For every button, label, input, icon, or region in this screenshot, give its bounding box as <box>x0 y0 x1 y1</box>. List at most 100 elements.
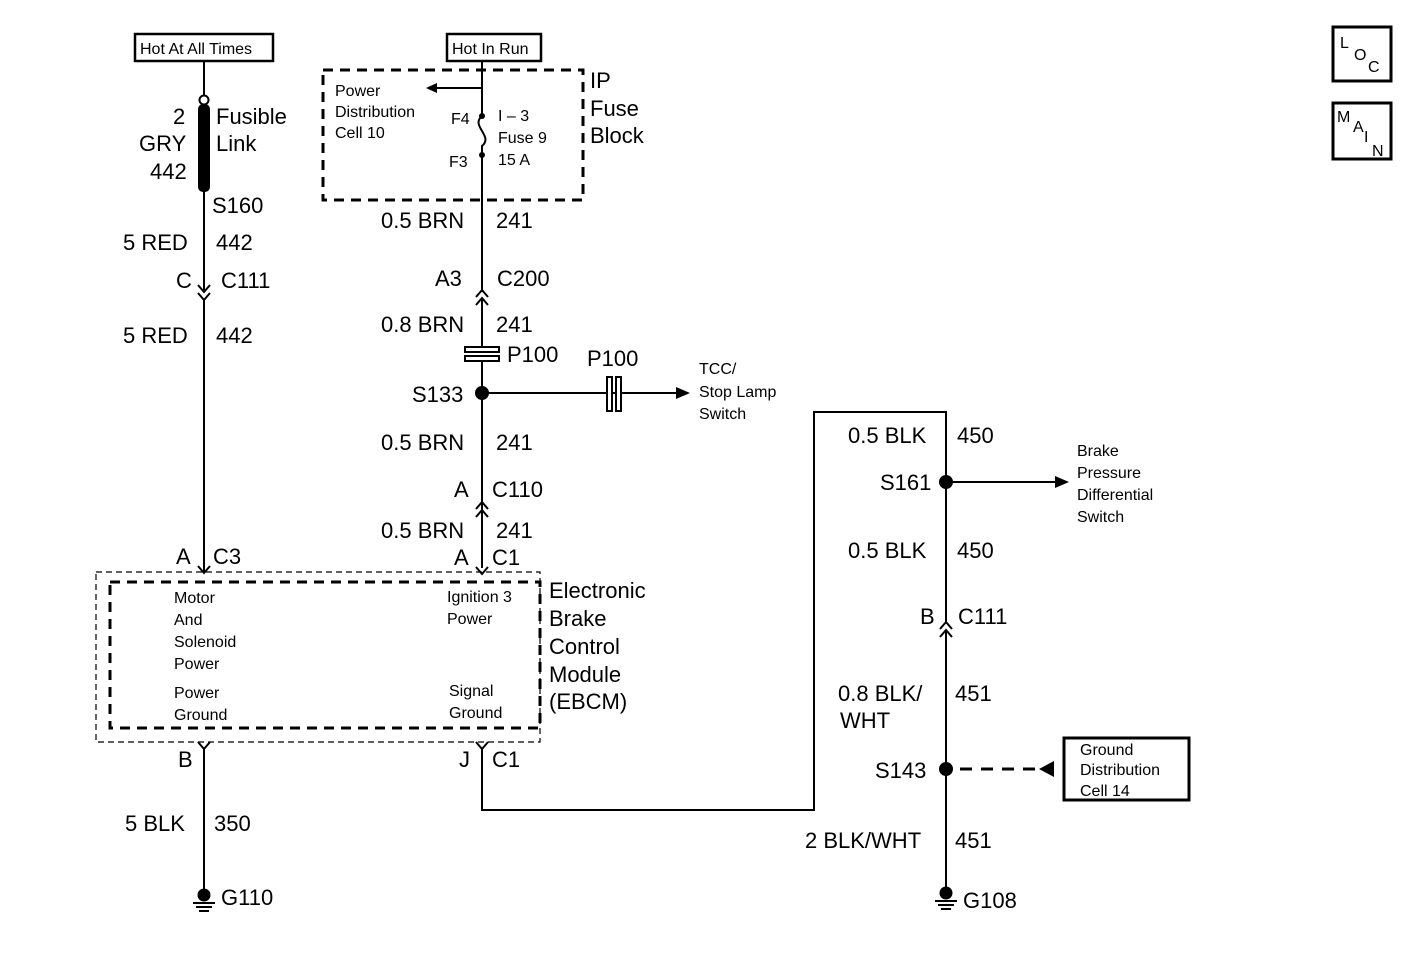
ebcm-terminal-label: And <box>174 612 202 629</box>
wire-circuit-label: 241 <box>496 312 533 337</box>
wire-label: 0.8 BRN <box>381 312 464 337</box>
ground-label: G108 <box>963 888 1017 913</box>
ebcm-title: (EBCM) <box>549 689 627 714</box>
ground-distribution-box[interactable]: Ground Distribution Cell 14 <box>1062 736 1191 802</box>
ebcm-title: Brake <box>549 606 606 631</box>
fuse-terminal-label: F4 <box>451 111 470 128</box>
connector-label: C111 <box>221 268 270 293</box>
connector-label: C1 <box>492 545 520 570</box>
fuse-terminal-label: F3 <box>449 154 468 171</box>
connector-icon <box>475 500 489 518</box>
loc-button[interactable]: L O C <box>1331 25 1393 83</box>
ebcm-outer-outline <box>95 571 541 743</box>
ebcm-title: Module <box>549 662 621 687</box>
connector-icon <box>197 741 211 751</box>
wire-label: 5 RED <box>123 230 188 255</box>
ip-fuse-block-outline <box>321 68 585 202</box>
splice-label: S143 <box>875 758 926 783</box>
loc-letter: C <box>1368 59 1380 76</box>
connector-icon <box>475 741 489 751</box>
fusible-link-label: Link <box>216 131 257 156</box>
connector-pin-label: A <box>454 545 469 570</box>
fuse-block-title: Fuse <box>590 96 639 121</box>
ebcm-terminal-label: Ignition 3 <box>447 589 512 606</box>
connector-pin-label: A3 <box>435 266 462 291</box>
hot-at-all-times-label: Hot At All Times <box>133 32 275 63</box>
connector-label: C3 <box>213 544 241 569</box>
connector-pin-label: C <box>176 268 192 293</box>
wire-label: 0.5 BLK <box>848 538 927 563</box>
splice-label: S160 <box>212 193 263 218</box>
main-letter: A <box>1353 119 1364 136</box>
pass-through-grommet-icon <box>464 346 500 362</box>
ground-icon <box>935 886 957 910</box>
ground-label: G110 <box>221 885 273 910</box>
loc-letter: O <box>1354 47 1366 64</box>
destination-label: Pressure <box>1077 465 1141 482</box>
ebcm-terminal-label: Ground <box>449 705 502 722</box>
svg-text:Hot At All Times: Hot At All Times <box>140 41 252 58</box>
destination-label: Differential <box>1077 487 1153 504</box>
ebcm-terminal-label: Motor <box>174 590 216 607</box>
wire-circuit-label: 451 <box>955 828 992 853</box>
wire-segment <box>481 411 947 811</box>
fuse-label: 15 A <box>498 152 530 169</box>
wire-circuit-label: 241 <box>496 430 533 455</box>
connector-label: C111 <box>958 604 1007 629</box>
connector-icon <box>197 565 211 575</box>
destination-label: TCC/ <box>699 361 737 378</box>
power-distribution-label: Cell 10 <box>335 125 385 142</box>
main-letter: I <box>1364 129 1368 146</box>
wire-label: 5 BLK <box>125 811 185 836</box>
main-letter: N <box>1372 143 1384 160</box>
main-button[interactable]: M A I N <box>1331 101 1393 161</box>
destination-label: Switch <box>1077 509 1124 526</box>
ebcm-terminal-label: Power <box>174 656 220 673</box>
pass-through-grommet-icon <box>606 376 622 412</box>
ebcm-title: Electronic <box>549 578 646 603</box>
wire-circuit-label: 442 <box>216 323 253 348</box>
connector-icon <box>475 566 489 576</box>
ebcm-terminal-label: Power <box>447 611 493 628</box>
ebcm-terminal-label: Ground <box>174 707 227 724</box>
wire-label: 0.5 BLK <box>848 423 927 448</box>
splice-label: S161 <box>880 470 931 495</box>
power-distribution-label: Power <box>335 83 381 100</box>
ebcm-outline <box>108 580 542 730</box>
destination-label: Switch <box>699 406 746 423</box>
connector-pin-label: A <box>176 544 191 569</box>
wire-label: 0.5 BRN <box>381 430 464 455</box>
connector-label: C1 <box>492 747 520 772</box>
svg-text:Hot In Run: Hot In Run <box>452 41 528 58</box>
hot-in-run-label: Hot In Run <box>445 32 543 63</box>
pass-through-label: P100 <box>507 342 558 367</box>
wire-circuit-label: 450 <box>957 423 994 448</box>
fusible-link-terminal <box>198 94 210 106</box>
arrow-icon <box>1055 476 1069 488</box>
fuse-label: Fuse 9 <box>498 130 547 147</box>
wire-size-label: 2 <box>173 104 185 129</box>
connector-label: C110 <box>492 477 543 502</box>
destination-label: Stop Lamp <box>699 384 776 401</box>
splice-label: S133 <box>412 382 463 407</box>
wire-label: 5 RED <box>123 323 188 348</box>
pass-through-label: P100 <box>587 346 638 371</box>
connector-pin-label: A <box>454 477 469 502</box>
wire-label: 2 BLK/WHT <box>805 828 921 853</box>
wire-color-label: GRY <box>139 131 187 156</box>
ground-icon <box>193 888 215 912</box>
fuse-icon <box>477 115 487 155</box>
wire-circuit-label: 350 <box>214 811 251 836</box>
fuse-label: I – 3 <box>498 108 529 125</box>
wire-circuit-label: 241 <box>496 518 533 543</box>
connector-pin-label: J <box>459 747 470 772</box>
ground-distribution-label: Ground <box>1080 742 1133 759</box>
arrow-icon <box>676 387 690 399</box>
wire-circuit-label: 450 <box>957 538 994 563</box>
wire-label: 0.8 BLK/ <box>838 681 923 706</box>
wire-circuit-label: 442 <box>150 159 187 184</box>
splice-dot <box>939 762 953 776</box>
fuse-block-title: IP <box>590 68 611 93</box>
ebcm-terminal-label: Solenoid <box>174 634 236 651</box>
